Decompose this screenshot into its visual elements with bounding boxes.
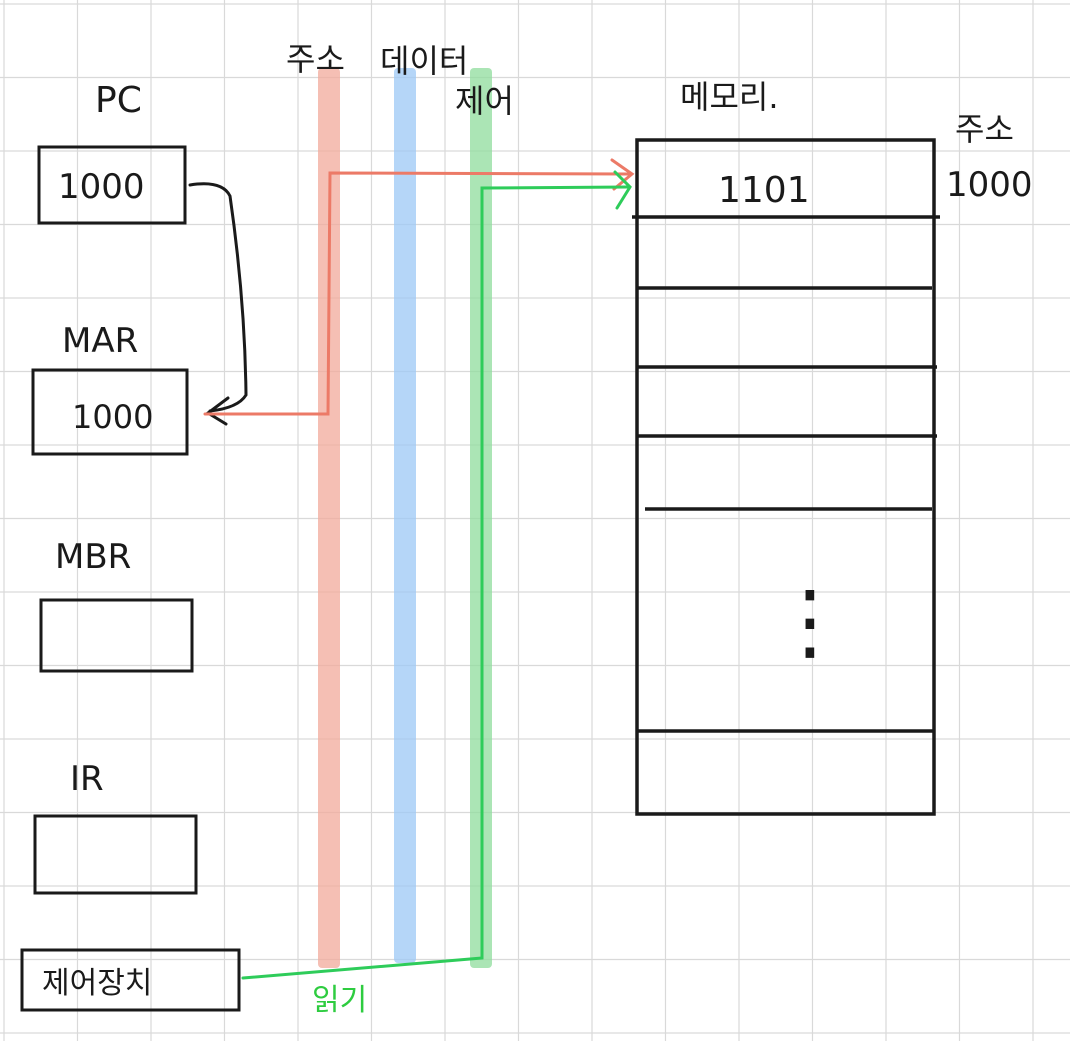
ir-label: IR [70,759,104,799]
memory-address-value: 1000 [946,165,1033,205]
control-bus-label: 제어 [455,82,514,120]
control-read-line [241,185,630,980]
mbr-register-box [39,598,194,673]
mar-register-box [31,368,189,456]
memory-title: 메모리. [680,78,779,116]
control-read-arrowhead [613,170,632,210]
data-bus-label: 데이터 [380,42,468,80]
ir-register-box [33,814,198,895]
mar-register-value: 1000 [72,398,153,436]
address-line-arrowhead [610,158,635,191]
read-signal-label: 읽기 [312,983,367,1018]
memory-cell-value: 1101 [718,170,810,211]
address-bus-bar [318,68,340,968]
data-bus-bar [394,68,416,963]
memory-ellipsis: ⋮ [768,572,852,670]
mar-label: MAR [62,321,138,361]
pc-register-value: 1000 [58,167,145,207]
memory-block [635,138,936,816]
pc-register-box [37,145,187,225]
control-unit-label: 제어장치 [42,966,152,1001]
pc-to-mar-arrow [188,182,248,413]
mbr-label: MBR [55,537,131,577]
control-unit-box [20,948,241,1012]
address-line [203,171,632,416]
memory-address-header: 주소 [955,110,1014,148]
pc-label: PC [95,80,142,121]
address-bus-label: 주소 [286,40,345,78]
